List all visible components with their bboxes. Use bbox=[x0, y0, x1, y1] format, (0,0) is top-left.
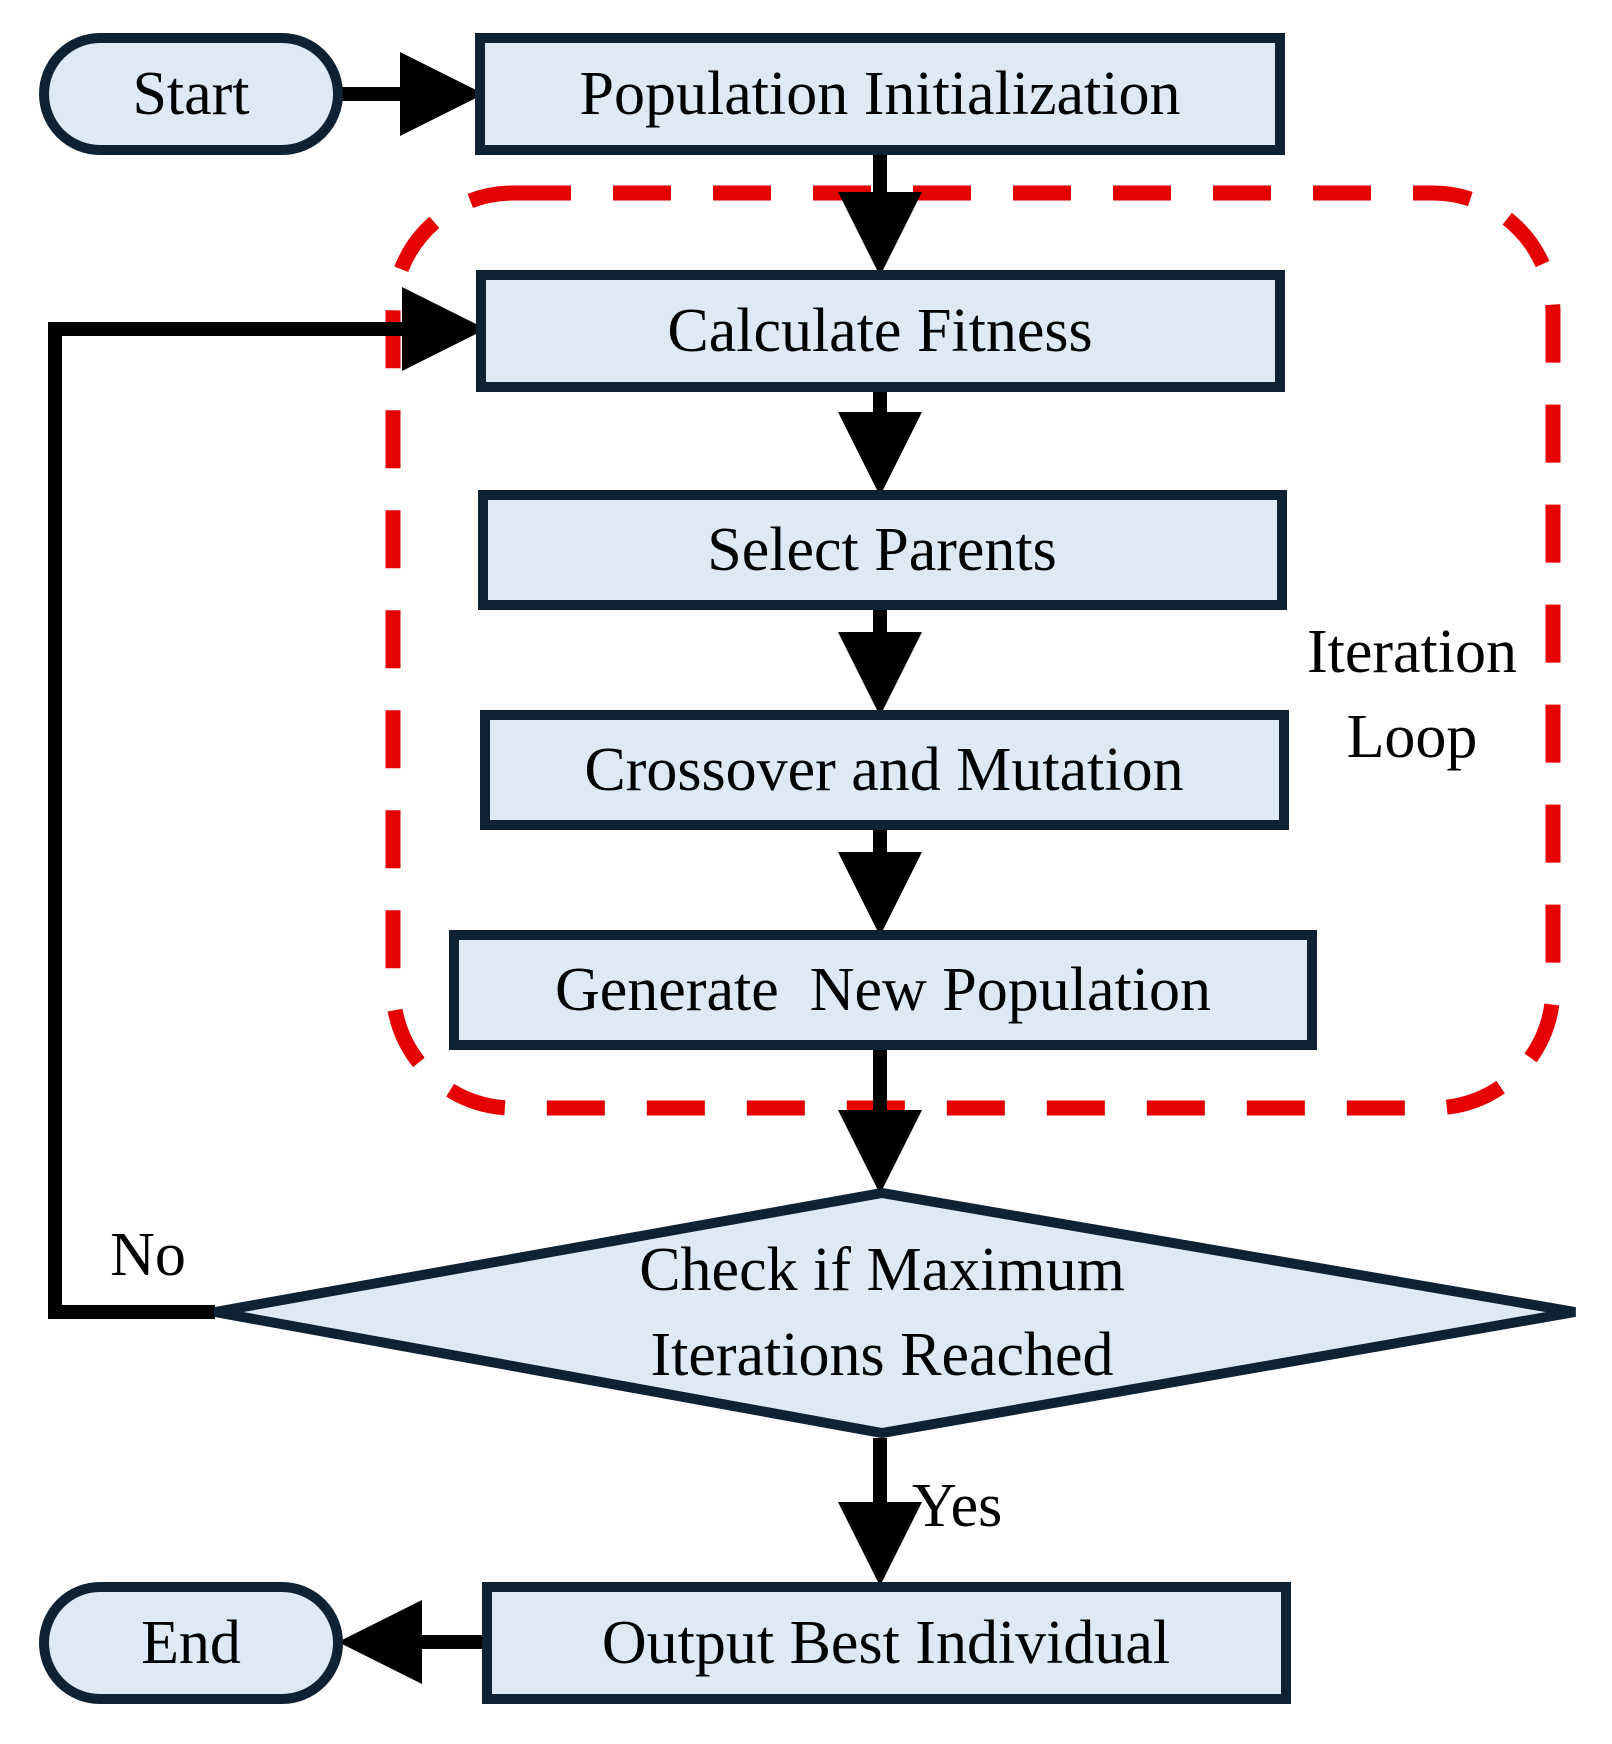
start-label: Start bbox=[132, 60, 249, 128]
population-initialization-box: Population Initialization bbox=[475, 33, 1285, 155]
crossover-mutation-label: Crossover and Mutation bbox=[584, 736, 1183, 804]
generate-population-label: Generate New Population bbox=[555, 956, 1211, 1024]
generate-population-box: Generate New Population bbox=[449, 930, 1317, 1050]
end-label: End bbox=[141, 1609, 241, 1677]
calculate-fitness-label: Calculate Fitness bbox=[667, 297, 1092, 365]
yes-branch-label: Yes bbox=[912, 1472, 1002, 1540]
output-best-box: Output Best Individual bbox=[482, 1582, 1291, 1704]
check-label-line1: Check if Maximum bbox=[639, 1236, 1125, 1304]
iteration-loop-label-line2: Loop bbox=[1347, 703, 1478, 771]
no-loop-back-line bbox=[48, 287, 486, 1319]
calculate-fitness-box: Calculate Fitness bbox=[476, 270, 1285, 392]
iteration-loop-label-line1: Iteration bbox=[1307, 618, 1517, 686]
select-parents-label: Select Parents bbox=[707, 516, 1057, 584]
end-terminal: End bbox=[39, 1582, 343, 1704]
start-terminal: Start bbox=[39, 33, 343, 155]
no-branch-label: No bbox=[110, 1221, 186, 1289]
population-initialization-label: Population Initialization bbox=[580, 60, 1181, 128]
select-parents-box: Select Parents bbox=[478, 490, 1287, 610]
output-best-label: Output Best Individual bbox=[602, 1609, 1170, 1677]
crossover-mutation-box: Crossover and Mutation bbox=[480, 710, 1289, 830]
iteration-loop-outline bbox=[385, 185, 1561, 1116]
check-iterations-decision: Check if Maximum Iterations Reached bbox=[214, 1187, 1576, 1439]
check-label-line2: Iterations Reached bbox=[650, 1321, 1113, 1389]
connectors bbox=[48, 52, 922, 1684]
